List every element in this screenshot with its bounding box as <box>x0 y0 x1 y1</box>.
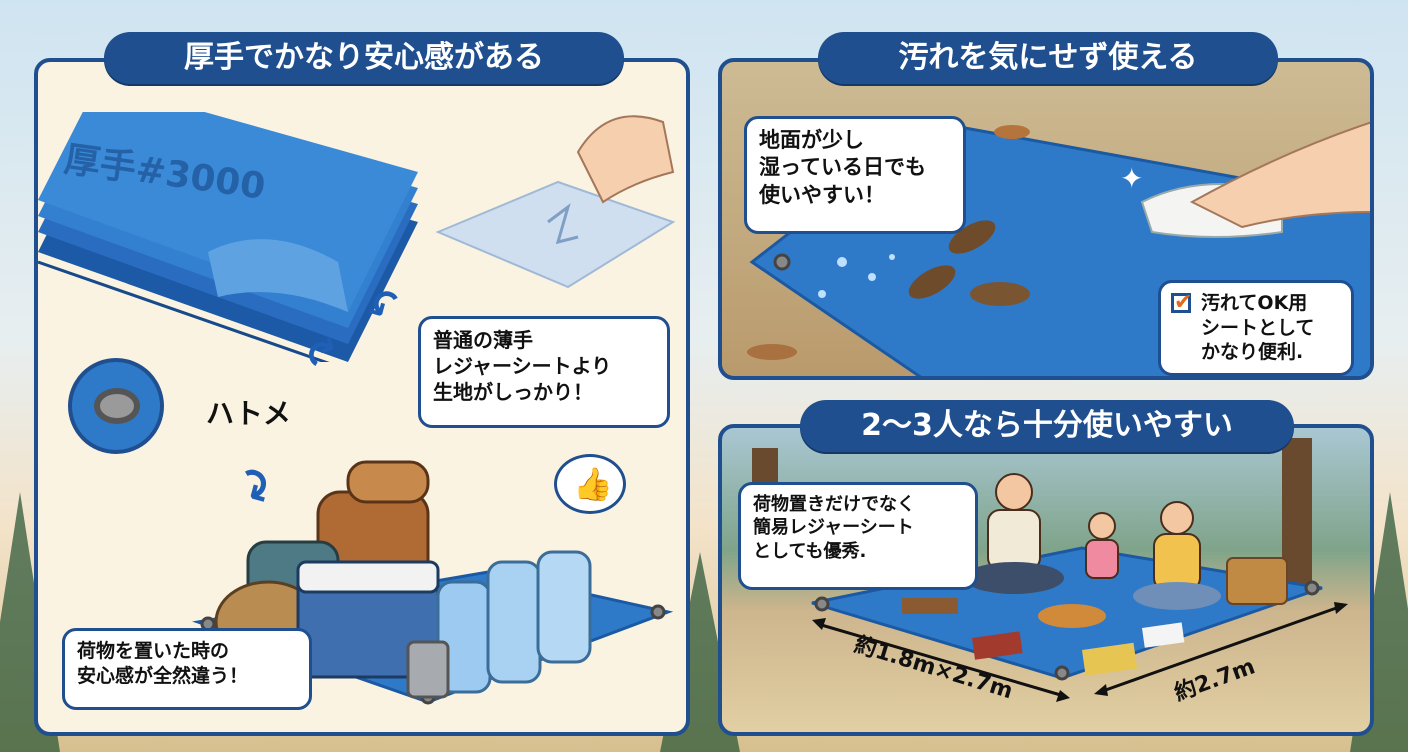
bubble-dirt-ok: ✔ 汚れてOK用 シートとして かなり便利. <box>1158 280 1354 376</box>
panel1-title: 厚手でかなり安心感がある <box>104 32 624 84</box>
bubble-line: 荷物置きだけでなく <box>753 494 915 515</box>
bubble-line: シートとして <box>1201 316 1315 339</box>
thumbs-up-bubble: 👍 <box>554 454 626 514</box>
bubble-wet-ground: 地面が少し 湿っている日でも 使いやすい！ <box>744 116 966 234</box>
checkbox-checked-icon: ✔ <box>1171 292 1192 314</box>
bubble-line: 安心感が全然違う！ <box>77 664 249 687</box>
panel-picnic: 荷物置きだけでなく 簡易レジャーシート としても優秀. 約1.8m×2.7m 約… <box>718 424 1374 736</box>
bubble-line: 湿っている日でも <box>759 155 926 180</box>
panel3-title: 2〜3人なら十分使いやすい <box>800 400 1294 452</box>
thin-sheet-illustration <box>435 115 676 289</box>
panel-thick-fabric: 厚手#3000 ↶ 普通の薄手 レジャーシートより 生地がしっかり！ ハトメ ↷… <box>34 58 690 736</box>
grommet-label: ハトメ <box>206 397 291 430</box>
bubble-cargo: 荷物を置いた時の 安心感が全然違う！ <box>62 628 312 710</box>
thumbs-up-icon: 👍 <box>573 465 613 503</box>
bubble-line: 使いやすい！ <box>759 182 885 207</box>
bubble-line: かなり便利. <box>1201 341 1304 364</box>
bubble-thin-sheet: 普通の薄手 レジャーシートより 生地がしっかり！ <box>418 316 670 428</box>
bubble-line: 汚れてOK用 <box>1201 292 1308 314</box>
bubble-line: 簡易レジャーシート <box>753 517 914 539</box>
bubble-line: レジャーシートより <box>433 354 612 378</box>
bubble-line: としても優秀. <box>753 540 867 562</box>
bubble-line: 生地がしっかり！ <box>433 380 593 404</box>
bubble-line: 地面が少し <box>759 128 864 152</box>
grommet-circle <box>68 358 164 454</box>
bubble-line: 普通の薄手 <box>433 328 533 352</box>
panel-dirt-ok: ✦ 地面が少し 湿っている日でも 使いやすい！ ✔ 汚れてOK用 シートとして … <box>718 58 1374 380</box>
folded-sheet-stack <box>38 112 418 362</box>
bubble-versatile: 荷物置きだけでなく 簡易レジャーシート としても優秀. <box>738 482 978 590</box>
grommet-icon <box>94 388 140 424</box>
sparkle-icon: ✦ <box>1120 162 1144 195</box>
bubble-line: 荷物を置いた時の <box>77 640 230 662</box>
panel2-title: 汚れを気にせず使える <box>818 32 1278 84</box>
